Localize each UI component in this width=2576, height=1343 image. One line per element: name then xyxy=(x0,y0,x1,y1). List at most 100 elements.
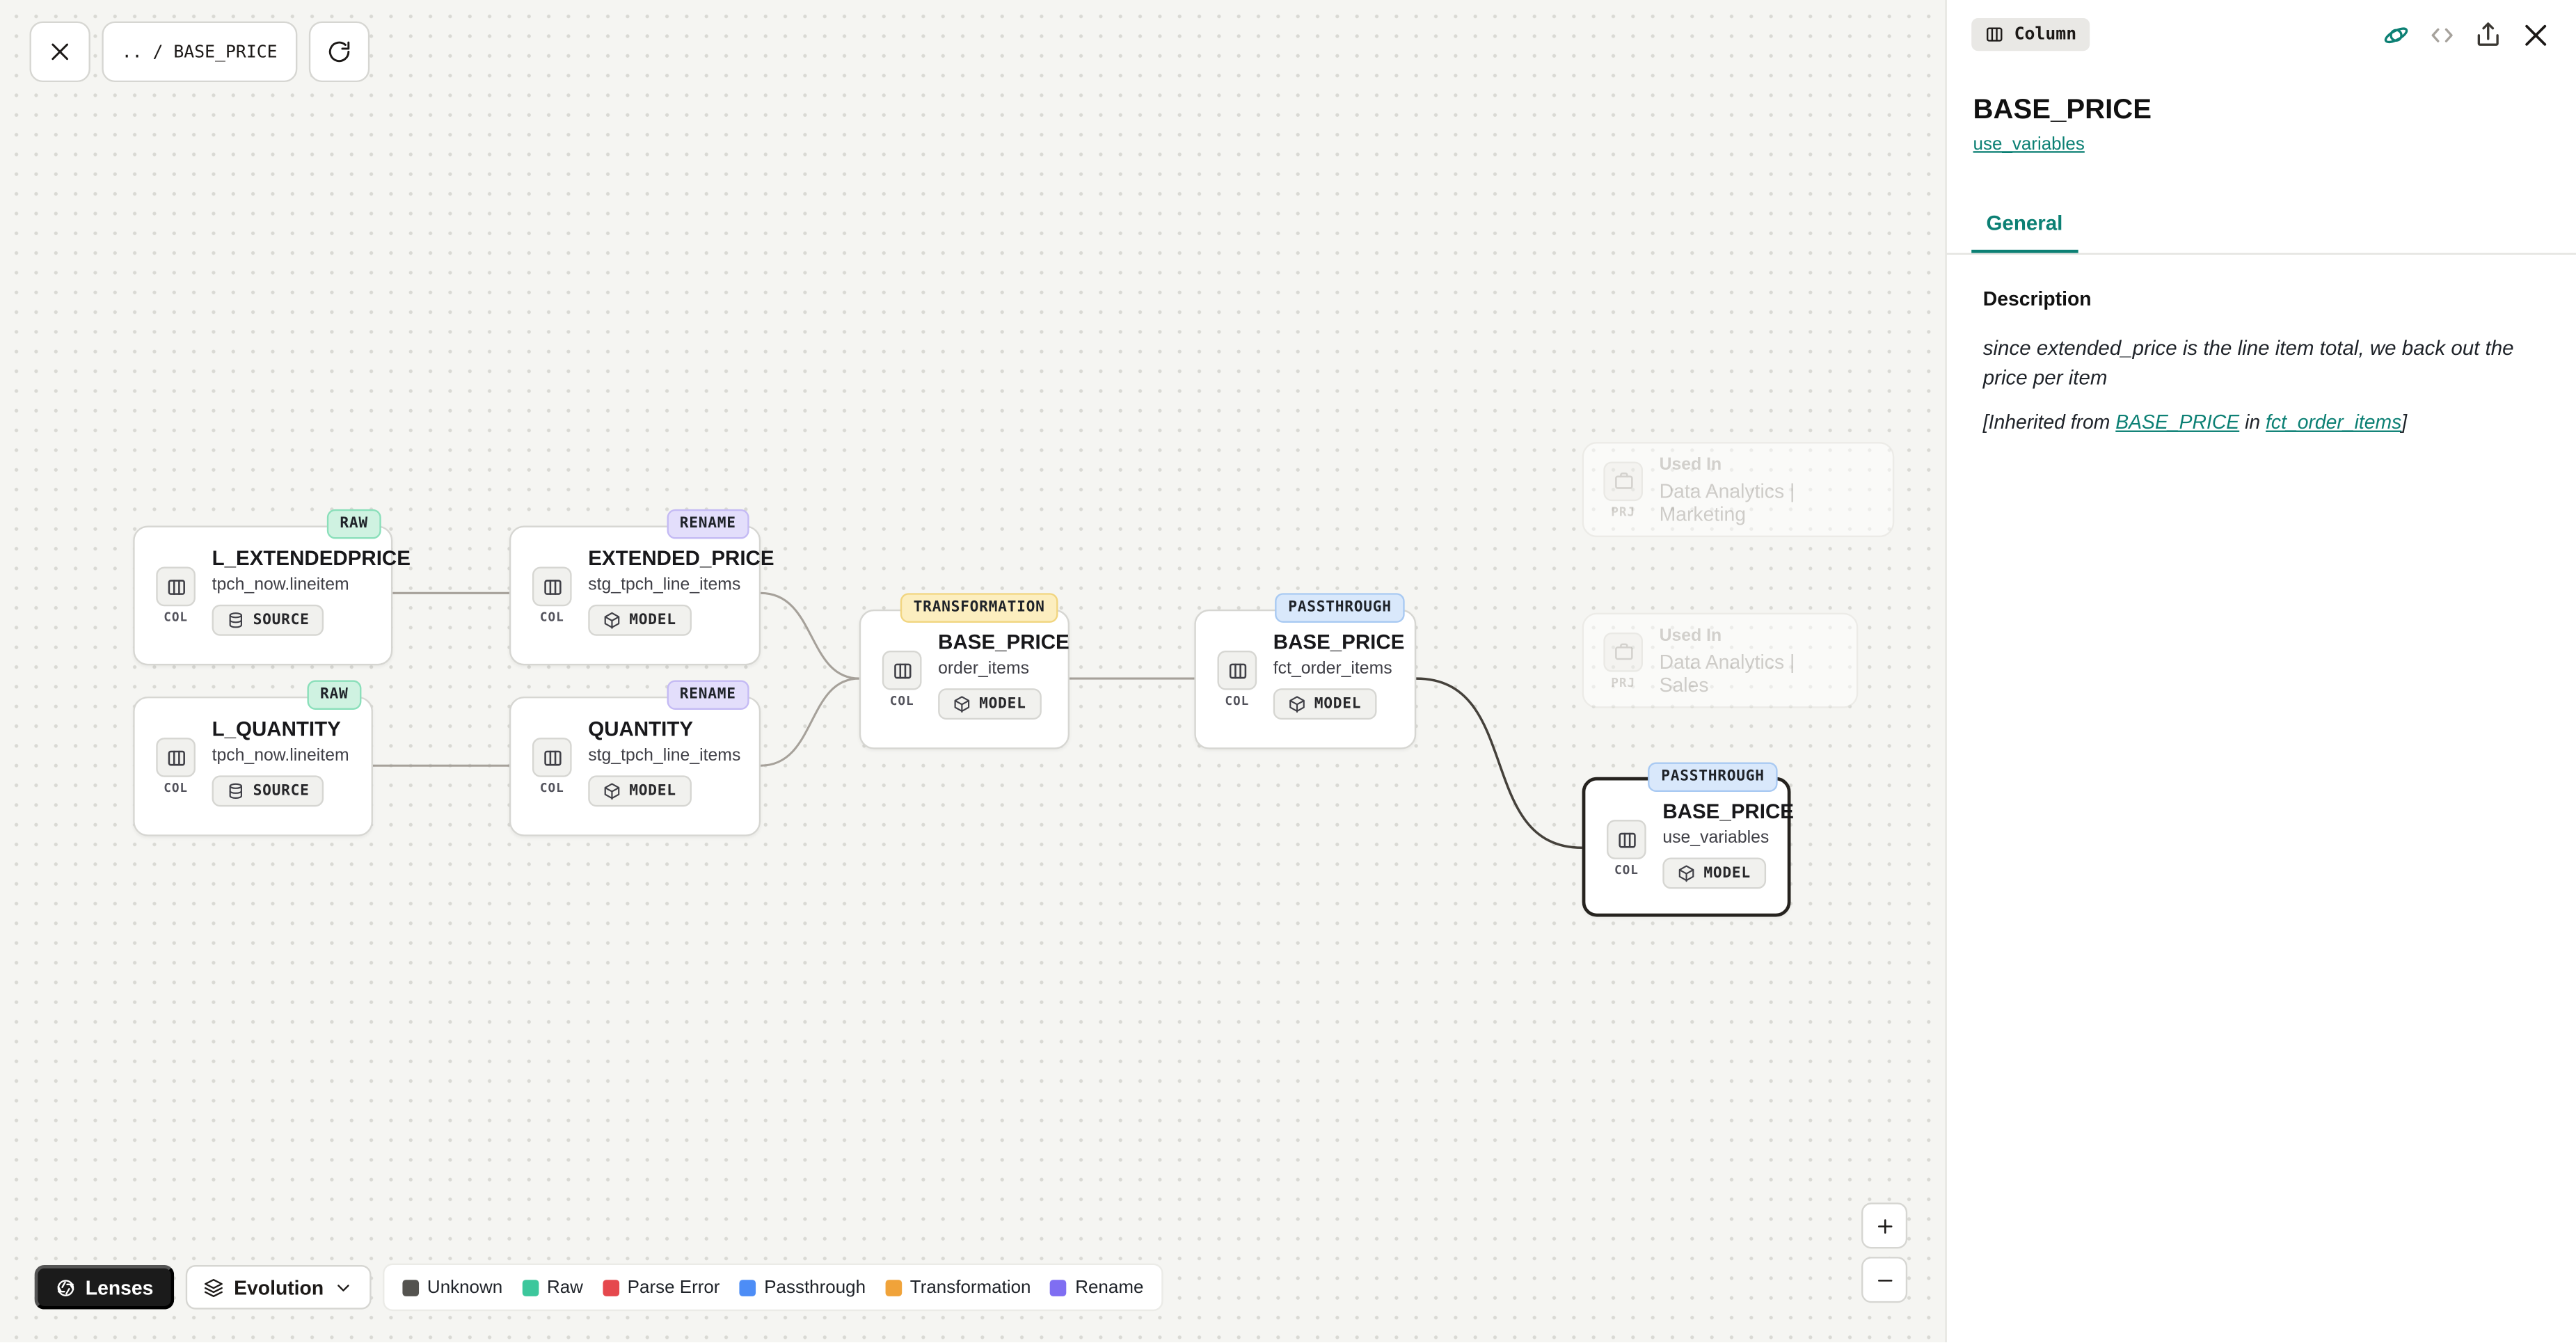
database-icon xyxy=(229,783,243,799)
canvas-footer: Lenses Evolution Unknown Raw Parse Error… xyxy=(34,1263,1163,1312)
cube-icon xyxy=(604,612,620,629)
lineage-type-tag: RAW xyxy=(307,680,362,710)
edge xyxy=(761,591,859,680)
close-lineage-button[interactable] xyxy=(29,21,90,83)
source-badge: SOURCE xyxy=(212,775,324,807)
model-badge: MODEL xyxy=(1273,688,1376,720)
lineage-type-tag: PASSTHROUGH xyxy=(1275,593,1405,623)
model-badge: MODEL xyxy=(938,688,1041,720)
legend-item-passthrough: Passthrough xyxy=(739,1278,866,1297)
detail-panel: Column BASE_PRICE use_variables General … xyxy=(1945,0,2576,1342)
close-panel-button[interactable] xyxy=(2520,19,2552,50)
column-icon: COL xyxy=(532,566,572,624)
node-l-quantity[interactable]: RAW COL L_QUANTITY tpch_now.lineitem SOU… xyxy=(133,680,373,836)
source-badge: SOURCE xyxy=(212,604,324,636)
description-heading: Description xyxy=(1982,287,2092,311)
refresh-icon xyxy=(328,41,349,63)
lineage-type-tag: TRANSFORMATION xyxy=(900,593,1058,623)
node-subtitle: tpch_now.lineitem xyxy=(212,745,349,766)
zoom-in-button[interactable] xyxy=(1861,1202,1908,1249)
model-badge: MODEL xyxy=(588,775,692,807)
share-button[interactable] xyxy=(2474,21,2502,49)
zoom-controls xyxy=(1861,1202,1908,1303)
database-icon xyxy=(229,612,243,628)
tab-bar: General xyxy=(1946,197,2576,255)
column-icon: COL xyxy=(1217,650,1257,708)
cube-icon xyxy=(954,696,970,713)
legend-item-unknown: Unknown xyxy=(402,1278,502,1297)
legend-item-rename: Rename xyxy=(1050,1278,1143,1297)
description-text: since extended_price is the line item to… xyxy=(1982,337,2514,390)
legend-swatch xyxy=(522,1279,539,1296)
legend-swatch xyxy=(1050,1279,1067,1296)
panel-body: Description since extended_price is the … xyxy=(1947,255,2576,467)
node-title: BASE_PRICE xyxy=(1273,630,1405,654)
node-l-extendedprice[interactable]: RAW COL L_EXTENDEDPRICE tpch_now.lineite… xyxy=(133,509,411,666)
used-in-label: Used In xyxy=(1659,454,1722,475)
node-subtitle: tpch_now.lineitem xyxy=(212,575,349,595)
edge xyxy=(761,677,859,767)
node-title: QUANTITY xyxy=(588,717,694,741)
node-quantity[interactable]: RENAME COL QUANTITY stg_tpch_line_items … xyxy=(509,680,761,836)
used-in-label: Used In xyxy=(1659,625,1722,645)
lineage-icon xyxy=(2384,26,2408,42)
column-icon: COL xyxy=(156,738,196,795)
lineage-type-tag: RAW xyxy=(326,509,381,539)
node-subtitle: use_variables xyxy=(1662,827,1770,848)
plus-icon xyxy=(1877,1218,1892,1233)
column-icon: COL xyxy=(882,650,922,708)
node-base-price-use-variables[interactable]: PASSTHROUGH COL BASE_PRICE use_variables… xyxy=(1582,762,1794,917)
layers-icon xyxy=(205,1278,223,1296)
model-badge: MODEL xyxy=(1662,857,1766,889)
node-title: BASE_PRICE xyxy=(938,630,1070,654)
node-title: EXTENDED_PRICE xyxy=(588,547,774,571)
project-icon: PRJ xyxy=(1603,631,1643,689)
edge-selected xyxy=(1416,677,1582,850)
code-button[interactable] xyxy=(2428,21,2456,49)
lenses-button[interactable]: Lenses xyxy=(34,1264,175,1310)
column-icon: COL xyxy=(1607,820,1646,877)
node-subtitle: stg_tpch_line_items xyxy=(588,575,741,595)
breadcrumb[interactable]: .. / BASE_PRICE xyxy=(102,21,297,83)
lineage-type-tag: RENAME xyxy=(666,680,749,710)
cube-icon xyxy=(1289,696,1305,713)
evolution-dropdown[interactable]: Evolution xyxy=(186,1264,372,1310)
legend-swatch xyxy=(402,1279,420,1296)
legend-swatch xyxy=(739,1279,756,1296)
inherited-column-link[interactable]: BASE_PRICE xyxy=(2115,411,2240,434)
lineage-type-tag: PASSTHROUGH xyxy=(1648,762,1778,793)
refresh-button[interactable] xyxy=(308,21,369,83)
lineage-canvas[interactable]: .. / BASE_PRICE RAW COL L_EXTENDEDPRICE … xyxy=(0,0,1946,1342)
tab-general[interactable]: General xyxy=(1971,197,2078,253)
used-in-node-marketing[interactable]: PRJ Used In Data Analytics | Marketing xyxy=(1582,442,1895,538)
inherited-model-link[interactable]: fct_order_items xyxy=(2266,411,2402,434)
column-icon: COL xyxy=(156,566,196,624)
column-type-chip: Column xyxy=(1971,17,2090,51)
legend-item-parse-error: Parse Error xyxy=(603,1278,719,1297)
chevron-down-icon xyxy=(337,1284,349,1291)
node-base-price-fct-order-items[interactable]: PASSTHROUGH COL BASE_PRICE fct_order_ite… xyxy=(1194,593,1417,749)
used-in-name: Data Analytics | Marketing xyxy=(1659,479,1795,525)
cube-icon xyxy=(1678,865,1694,882)
close-icon xyxy=(51,43,68,61)
project-icon: PRJ xyxy=(1603,461,1643,518)
node-subtitle: fct_order_items xyxy=(1273,658,1392,679)
lineage-type-tag: RENAME xyxy=(666,509,749,539)
node-subtitle: stg_tpch_line_items xyxy=(588,745,741,766)
used-in-name: Data Analytics | Sales xyxy=(1659,649,1795,696)
zoom-out-button[interactable] xyxy=(1861,1257,1908,1303)
node-extended-price[interactable]: RENAME COL EXTENDED_PRICE stg_tpch_line_… xyxy=(509,509,774,666)
node-title: BASE_PRICE xyxy=(1662,800,1794,823)
node-base-price-order-items[interactable]: TRANSFORMATION COL BASE_PRICE order_item… xyxy=(859,593,1070,749)
lineage-button[interactable] xyxy=(2382,21,2410,49)
node-title: L_QUANTITY xyxy=(212,717,341,741)
lineage-legend: Unknown Raw Parse Error Passthrough Tran… xyxy=(383,1263,1163,1312)
legend-swatch xyxy=(885,1279,903,1296)
used-in-node-sales[interactable]: PRJ Used In Data Analytics | Sales xyxy=(1582,612,1859,708)
column-icon xyxy=(1987,27,2003,42)
canvas-toolbar: .. / BASE_PRICE xyxy=(29,21,369,83)
column-icon: COL xyxy=(532,738,572,795)
model-link[interactable]: use_variables xyxy=(1973,134,2085,154)
node-title: L_EXTENDEDPRICE xyxy=(212,547,411,571)
